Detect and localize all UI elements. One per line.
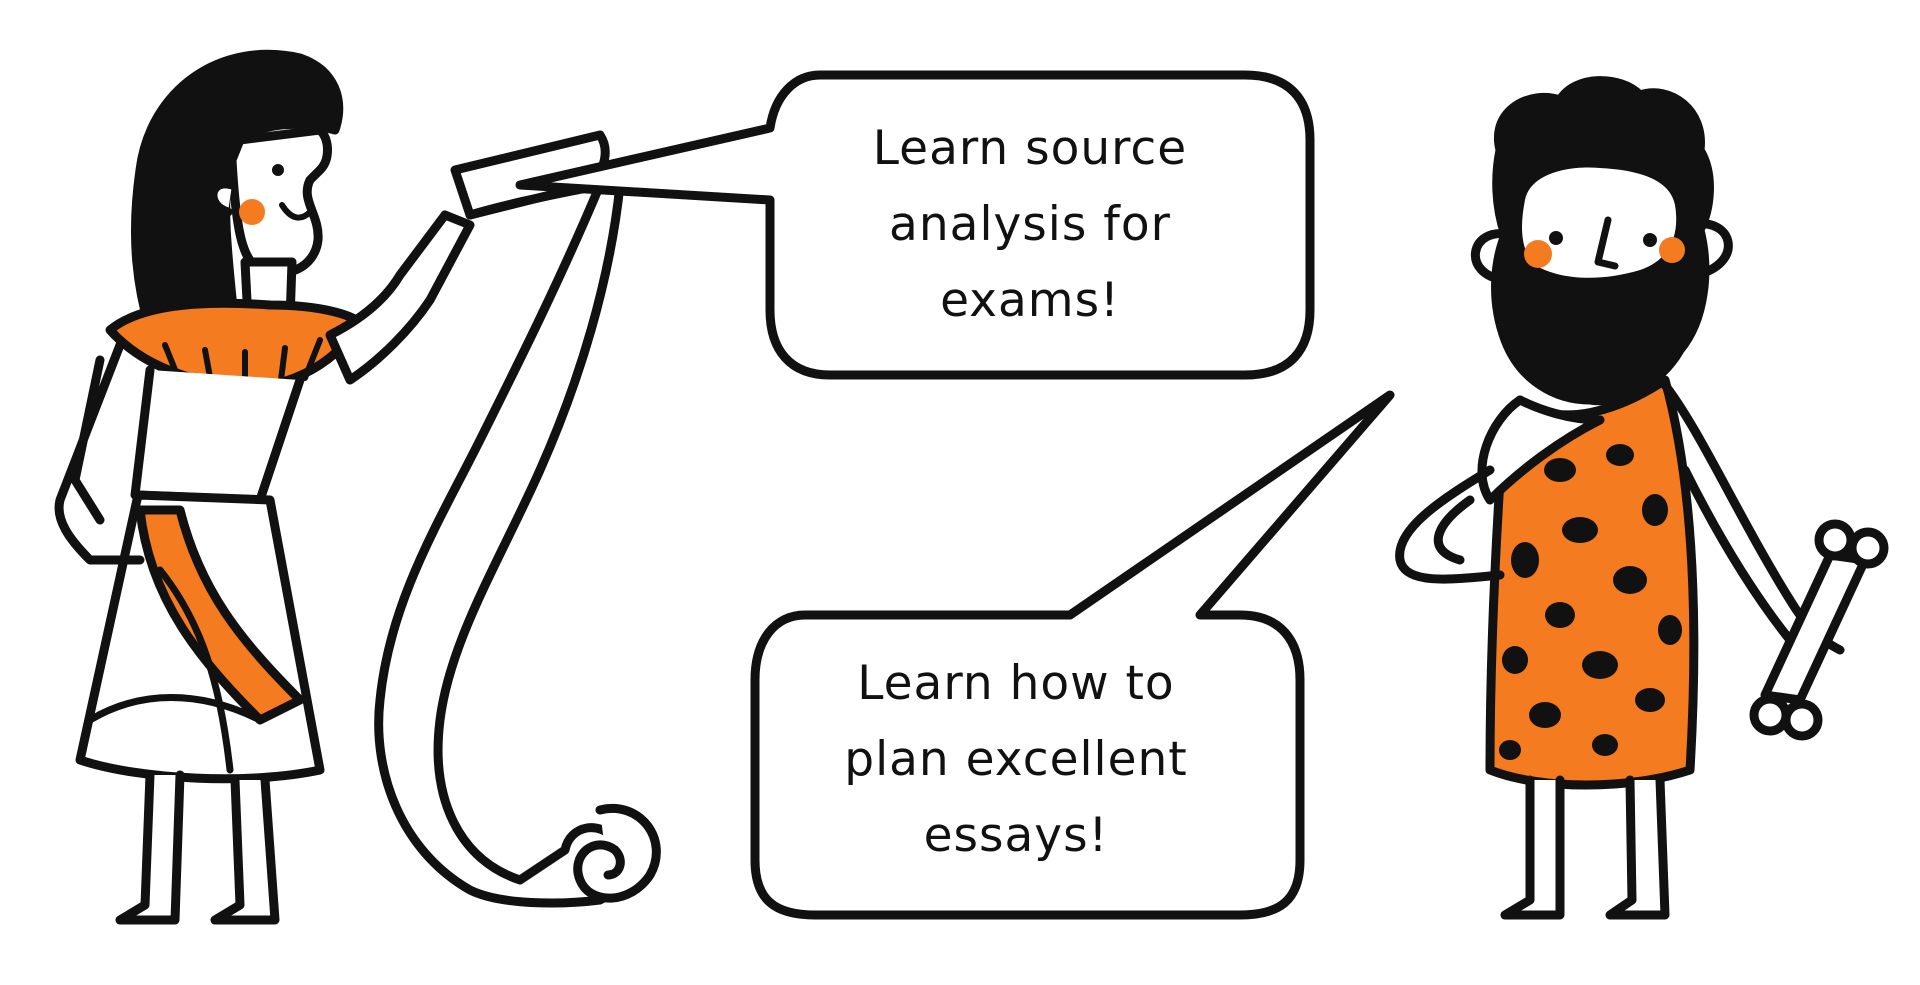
bone-top-knob-b — [1847, 527, 1889, 569]
speech-bubble-bottom — [750, 390, 1395, 920]
woman-ear — [208, 179, 237, 217]
caveman-left-cheek — [1524, 240, 1552, 268]
egyptian-woman-figure — [54, 49, 475, 925]
caveman-face — [1522, 167, 1677, 278]
speech-bubble-top-shape — [515, 70, 1315, 380]
speech-bubble-bottom-shape — [750, 390, 1395, 920]
bone-bottom-knob-b — [1781, 699, 1823, 741]
woman-dress-top — [130, 365, 305, 505]
caveman-right-eye — [1643, 233, 1657, 247]
caveman-right-cheek — [1659, 237, 1685, 263]
caveman-nose — [1594, 216, 1619, 270]
caveman-tunic — [1485, 375, 1699, 790]
woman-mouth — [279, 202, 313, 221]
woman-cheek — [239, 199, 265, 225]
caveman-tunic-spots — [1499, 444, 1682, 760]
woman-left-arm — [54, 340, 145, 565]
woman-dress-fold — [86, 566, 264, 774]
woman-face — [227, 125, 332, 278]
woman-eye — [272, 164, 284, 176]
speech-bubble-top-text: Learn source analysis for exams! — [872, 121, 1188, 328]
woman-collar-lines — [162, 337, 323, 393]
woman-dress-sash — [135, 505, 305, 725]
caveman-legs — [1500, 775, 1670, 920]
caveman-left-eye — [1549, 231, 1563, 245]
scroll-body — [374, 180, 627, 908]
woman-right-arm — [325, 210, 475, 385]
paper-scroll — [374, 130, 661, 908]
woman-legs — [115, 770, 280, 925]
caveman-left-arm — [1395, 465, 1505, 584]
bone-top-knob-a — [1814, 519, 1856, 561]
scroll-bottom-roll — [573, 804, 661, 903]
bone-bottom-knob-a — [1749, 694, 1791, 736]
caveman-figure — [1395, 76, 1845, 920]
speech-bubble-bottom-text: Learn how to plan excellent essays! — [844, 656, 1188, 863]
woman-hair — [130, 49, 344, 335]
caveman-shoulder — [1477, 395, 1605, 505]
bone-club — [1749, 519, 1889, 741]
speech-bubble-top — [515, 70, 1315, 380]
